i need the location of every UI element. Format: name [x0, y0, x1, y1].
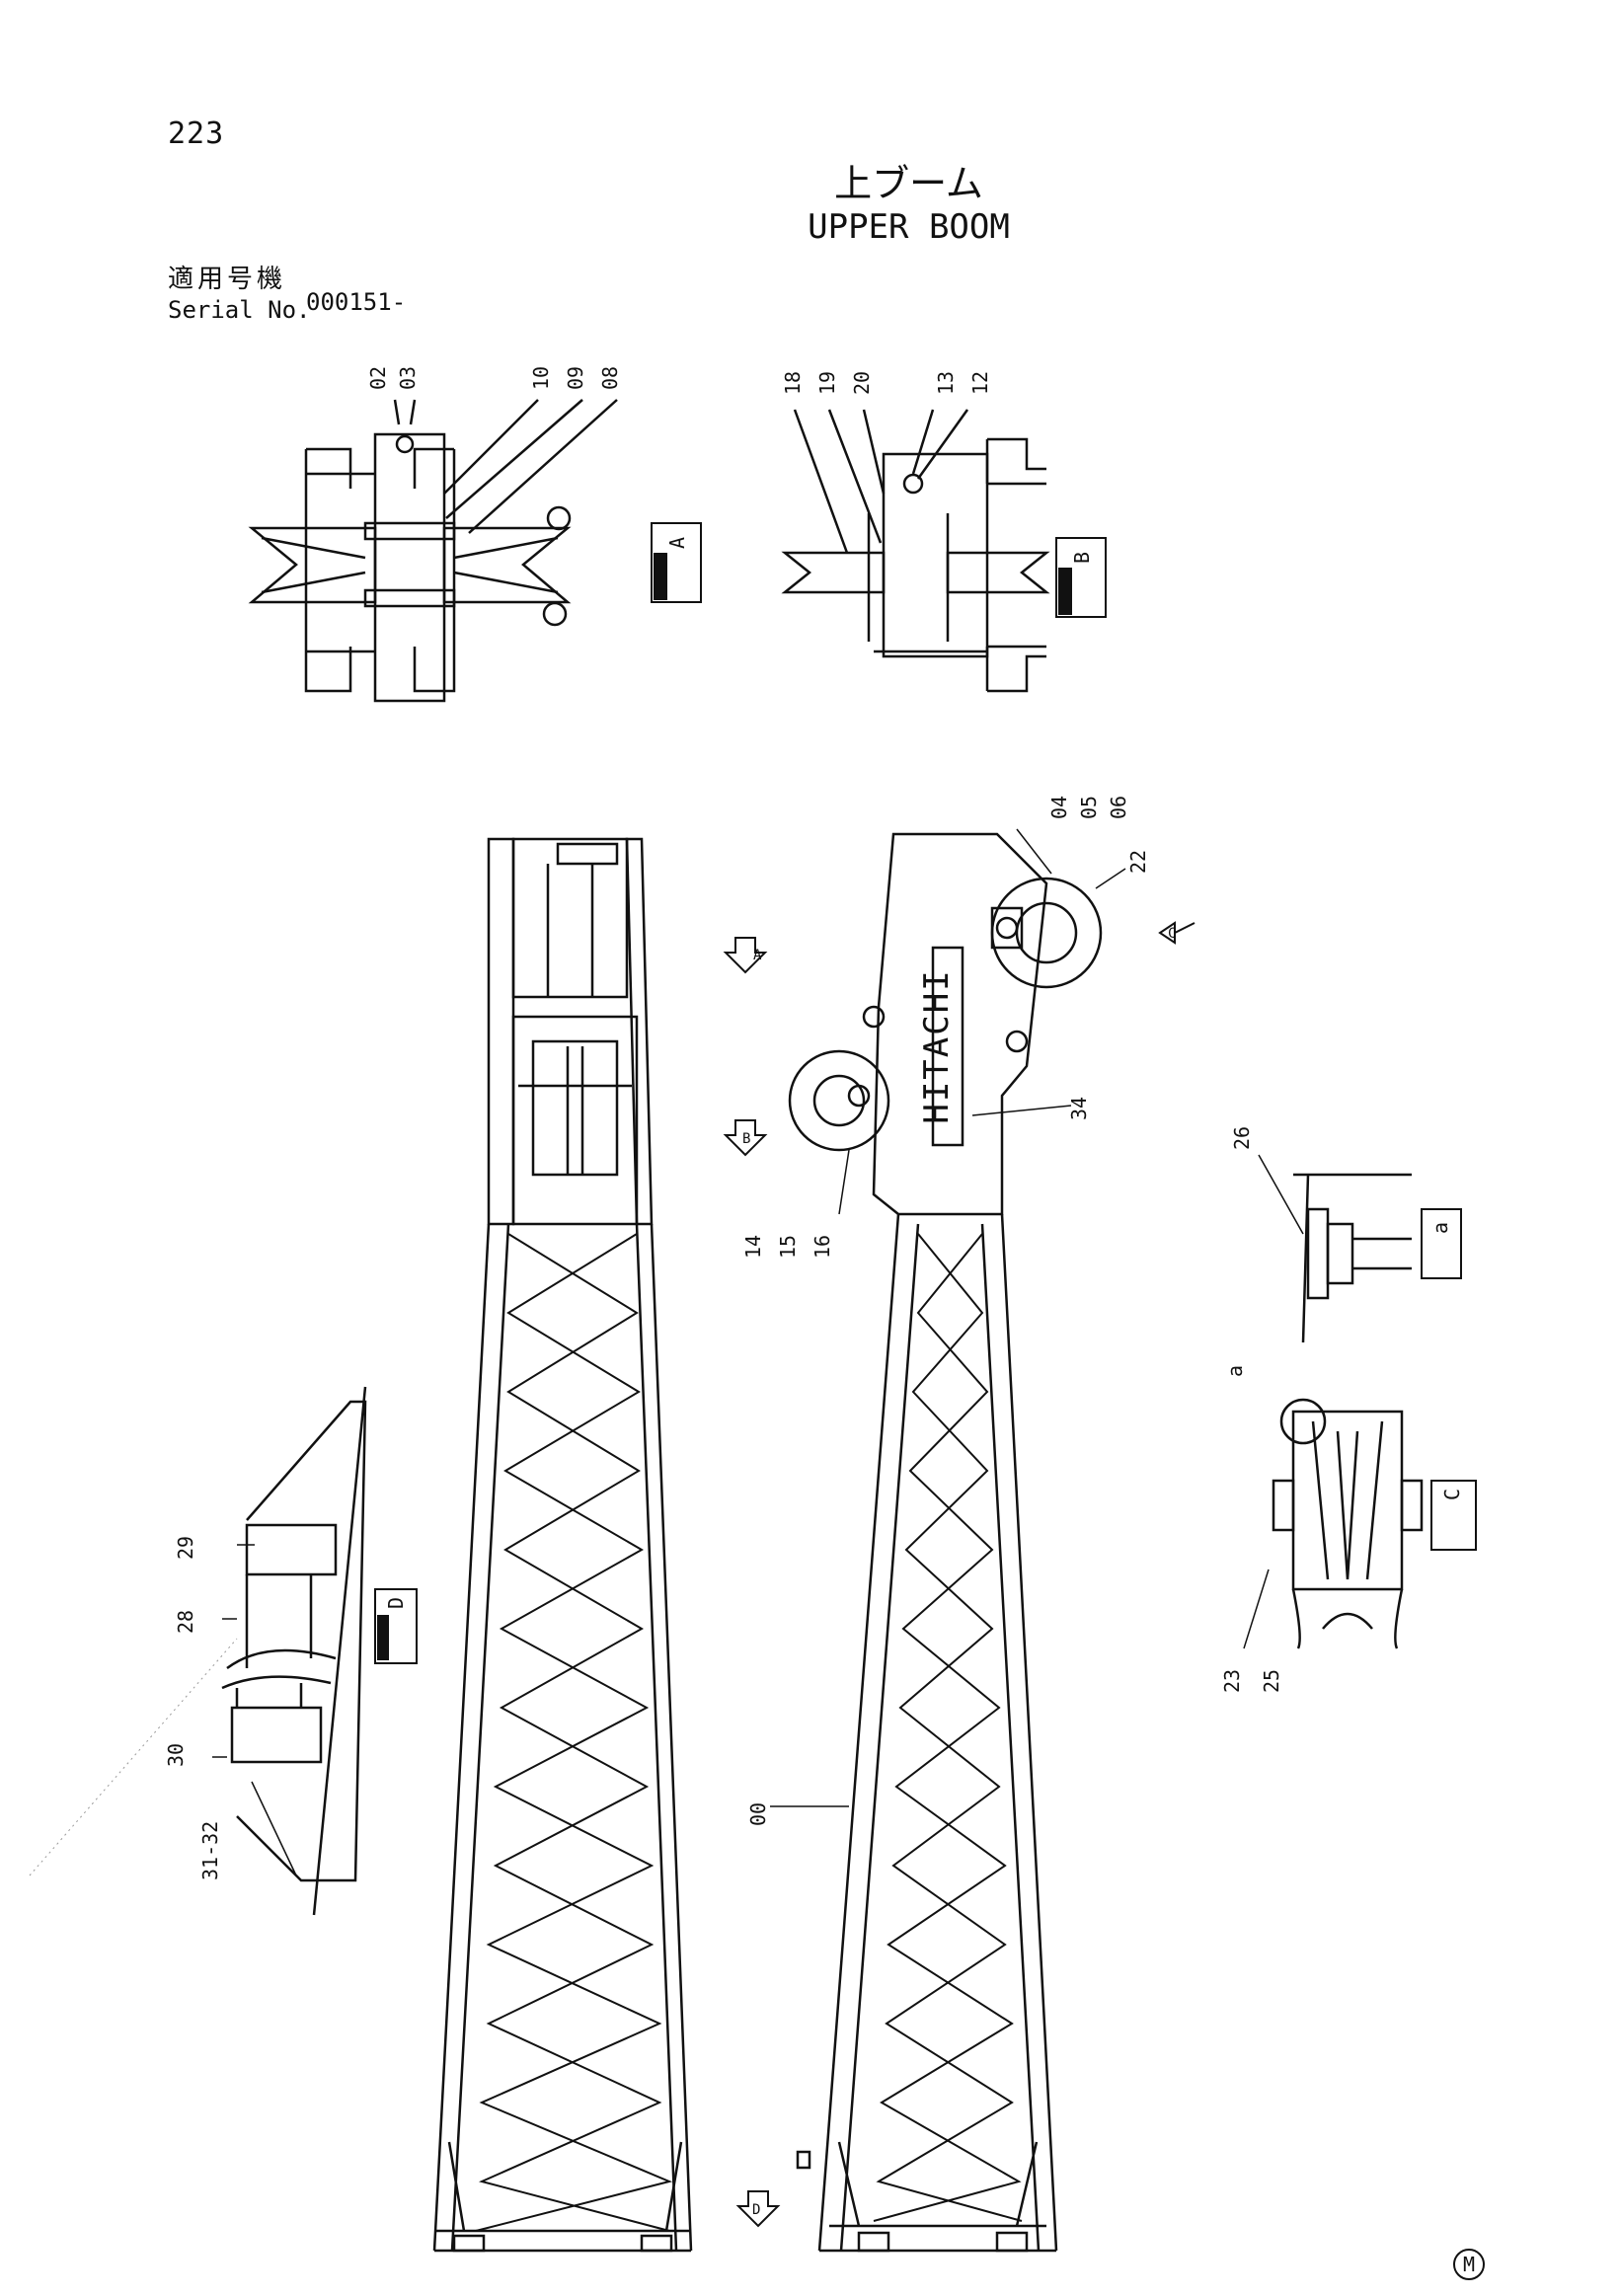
callout-09: 09 [564, 366, 587, 390]
section-b-tag: B [1055, 537, 1107, 618]
arrow-d-icon [735, 2190, 781, 2228]
boom-side-view [788, 832, 1103, 2253]
callout-04: 04 [1047, 796, 1071, 819]
section-d-label: D [384, 1597, 408, 1609]
arrow-b-icon [723, 1119, 768, 1157]
serial-label-english: Serial No. [168, 296, 311, 324]
section-d-tag: D [374, 1588, 418, 1664]
section-b-view [781, 409, 1050, 693]
callout-28: 28 [174, 1610, 197, 1634]
callouts-main: 04 05 06 22 14 15 16 34 26 23 25 29 28 3… [164, 796, 1283, 1880]
callout-00: 00 [746, 1802, 770, 1826]
view-arrows [723, 921, 1196, 2228]
page-number: 223 [168, 116, 225, 151]
section-d-detail-tag: a [1421, 1208, 1462, 1279]
callout-10: 10 [529, 366, 553, 390]
view-c [1272, 1398, 1424, 1649]
detail-a-view [1293, 1173, 1412, 1343]
callout-02: 02 [366, 366, 390, 390]
view-c-label: C [1440, 1489, 1464, 1500]
corner-mark: M [1453, 2249, 1485, 2280]
callout-23: 23 [1220, 1669, 1244, 1693]
boom-top-lattice [475, 1233, 673, 2232]
section-b-label: B [1070, 552, 1094, 564]
serial-value: 000151- [306, 288, 407, 316]
callout-15: 15 [776, 1235, 800, 1259]
arrow-b-letter: B [742, 1131, 750, 1147]
arrow-a-letter: A [753, 948, 762, 963]
callout-13: 13 [934, 371, 958, 395]
callout-08: 08 [598, 366, 622, 390]
callout-22: 22 [1126, 850, 1150, 874]
arrow-letters: A B C D [742, 926, 1176, 2218]
arrow-a-icon [723, 937, 768, 974]
callout-30: 30 [164, 1743, 188, 1767]
callout-29: 29 [174, 1536, 197, 1560]
callout-12: 12 [968, 371, 992, 395]
callout-16: 16 [810, 1235, 834, 1259]
section-a-label: A [665, 537, 689, 549]
brand-nameplate: HITACHI [917, 968, 957, 1123]
arrow-d-letter: D [752, 2202, 760, 2218]
title-english: UPPER BOOM [808, 207, 1010, 247]
callout-26: 26 [1230, 1126, 1254, 1150]
callout-14: 14 [741, 1235, 765, 1259]
callout-20: 20 [850, 371, 874, 395]
callout-06: 06 [1107, 796, 1130, 819]
detail-a-label: a [1223, 1365, 1247, 1377]
callout-25: 25 [1260, 1669, 1283, 1693]
dotted-guide [29, 1638, 238, 1876]
section-d-view [221, 1386, 367, 1916]
boom-top-view [432, 837, 693, 2253]
callout-19: 19 [815, 371, 839, 395]
callout-31-32: 31-32 [198, 1821, 222, 1880]
boom-side-lattice [873, 1233, 1023, 2222]
section-a-view [248, 399, 618, 703]
arrow-c-icon [1158, 921, 1196, 945]
arrow-c-letter: C [1168, 926, 1176, 942]
callouts-top: 02 03 10 09 08 18 19 20 13 12 [366, 366, 992, 395]
callout-18: 18 [781, 371, 805, 395]
section-a-tag: A [651, 522, 702, 603]
detail-a-tag-label: a [1428, 1222, 1452, 1234]
serial-label-japanese: 適用号機 [168, 265, 287, 294]
view-c-tag: C [1430, 1480, 1477, 1551]
leader-lines [212, 828, 1304, 1876]
title-japanese: 上ブーム [834, 162, 983, 205]
callout-05: 05 [1077, 796, 1101, 819]
callout-34: 34 [1067, 1097, 1091, 1120]
callout-03: 03 [396, 366, 420, 390]
